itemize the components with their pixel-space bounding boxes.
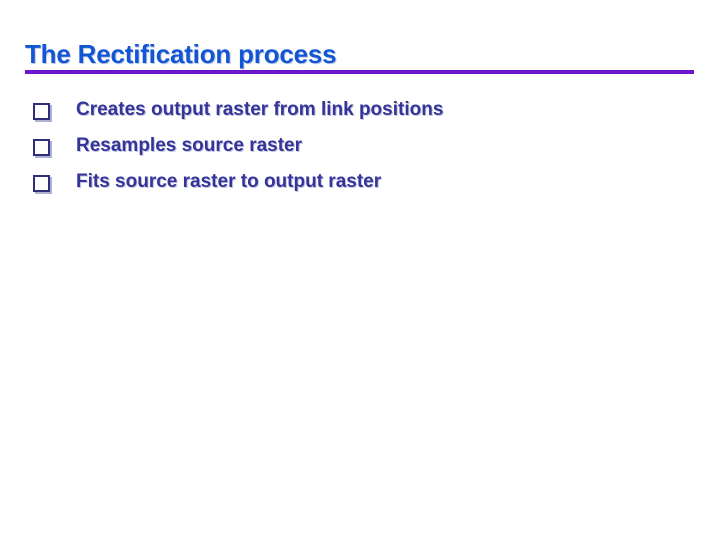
list-item: Creates output raster from link position…	[30, 96, 680, 132]
bullet-list: Creates output raster from link position…	[30, 96, 680, 204]
title-underline-rule	[25, 70, 694, 74]
list-item: Resamples source raster	[30, 132, 680, 168]
title-block: The Rectification process	[25, 38, 695, 70]
list-item-label: Fits source raster to output raster	[76, 171, 382, 192]
list-item-label: Resamples source raster	[76, 135, 303, 156]
list-item-label: Creates output raster from link position…	[76, 99, 444, 120]
hollow-square-bullet-icon	[30, 96, 76, 126]
hollow-square-bullet-icon	[30, 132, 76, 162]
page-title: The Rectification process	[25, 39, 337, 69]
list-item: Fits source raster to output raster	[30, 168, 680, 204]
hollow-square-bullet-icon	[30, 168, 76, 198]
